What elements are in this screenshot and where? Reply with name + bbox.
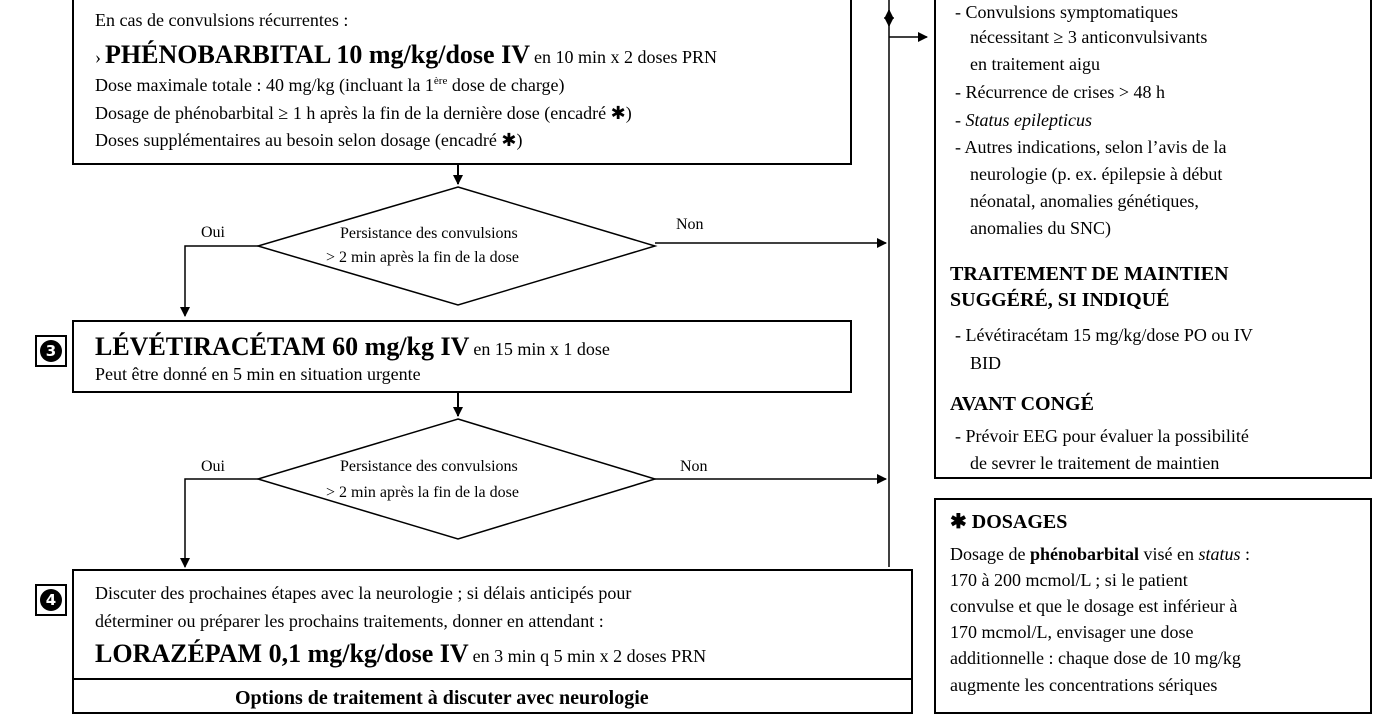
decision1-yes-label: Oui bbox=[201, 224, 225, 241]
dosages-l1-mid: visé en bbox=[1143, 544, 1194, 564]
step3-box bbox=[72, 320, 852, 393]
decision1-no-label: Non bbox=[676, 216, 704, 233]
dosages-line-1: Dosage de phénobarbital visé en status : bbox=[950, 545, 1250, 563]
step4-drug-name: LORAZÉPAM 0,1 mg/kg/dose IV bbox=[95, 639, 469, 668]
asterisk-icon: ✱ bbox=[950, 511, 967, 533]
step4-drug-line: LORAZÉPAM 0,1 mg/kg/dose IV en 3 min q 5… bbox=[95, 641, 706, 667]
decision2-yes-connector bbox=[180, 478, 258, 568]
step2-extra-doses: Doses supplémentaires au besoin selon do… bbox=[95, 130, 523, 150]
decision1-text-1: Persistance des convulsions bbox=[340, 225, 518, 242]
indication-line-7: neurologie (p. ex. épilepsie à début bbox=[970, 164, 1223, 184]
discharge-line-2: de sevrer le traitement de maintien bbox=[970, 453, 1220, 473]
step4-number-badge: 4 bbox=[35, 584, 67, 616]
step2-drug-name: PHÉNOBARBITAL 10 mg/kg/dose IV bbox=[105, 40, 530, 69]
step3-number-badge: 3 bbox=[35, 335, 67, 367]
step2-max-dose-post: dose de charge) bbox=[451, 75, 565, 95]
indication-status-dash: - bbox=[955, 110, 966, 130]
dosages-l1-italic: status bbox=[1198, 544, 1241, 564]
step3-drug-admin: en 15 min x 1 dose bbox=[473, 339, 610, 359]
step2-max-dose: Dose maximale totale : 40 mg/kg (incluan… bbox=[95, 75, 565, 95]
dosages-box bbox=[934, 498, 1372, 714]
dosages-line-4: 170 mcmol/L, envisager une dose bbox=[950, 622, 1194, 642]
step4-drug-admin: en 3 min q 5 min x 2 doses PRN bbox=[472, 646, 707, 666]
discharge-title: AVANT CONGÉ bbox=[950, 393, 1094, 415]
step4-number-glyph: 4 bbox=[40, 589, 62, 611]
indication-line-2: nécessitant ≥ 3 anticonvulsivants bbox=[970, 27, 1208, 47]
dosages-line-2: 170 à 200 mcmol/L ; si le patient bbox=[950, 570, 1188, 590]
maintenance-title-2: SUGGÉRÉ, SI INDIQUÉ bbox=[950, 289, 1170, 311]
decision2-text-1: Persistance des convulsions bbox=[340, 458, 518, 475]
indication-line-5: - Status epilepticus bbox=[955, 111, 1092, 129]
step4-divider bbox=[72, 678, 913, 680]
decision2-no-label: Non bbox=[680, 458, 708, 475]
step2-drug-admin: en 10 min x 2 doses PRN bbox=[533, 47, 717, 67]
dosages-title: ✱ DOSAGES bbox=[950, 512, 1067, 532]
decision2-diamond bbox=[255, 418, 658, 540]
indication-line-8: néonatal, anomalies génétiques, bbox=[970, 191, 1199, 211]
discharge-line-1: - Prévoir EEG pour évaluer la possibilit… bbox=[955, 426, 1249, 446]
indication-line-4: - Récurrence de crises > 48 h bbox=[955, 82, 1166, 102]
dosages-l1-pre: Dosage de bbox=[950, 544, 1026, 564]
step2-dosage-line: Dosage de phénobarbital ≥ 1 h après la f… bbox=[95, 103, 632, 123]
dosages-l1-bold: phénobarbital bbox=[1029, 544, 1140, 564]
step3-number-glyph: 3 bbox=[40, 340, 62, 362]
dosages-line-5: additionnelle : chaque dose de 10 mg/kg bbox=[950, 648, 1241, 668]
step3-drug-name: LÉVÉTIRACÉTAM 60 mg/kg IV bbox=[95, 332, 470, 361]
step2-drug-line: › PHÉNOBARBITAL 10 mg/kg/dose IV en 10 m… bbox=[95, 42, 717, 68]
step2-box bbox=[72, 0, 852, 165]
dosages-l1-end: : bbox=[1245, 544, 1251, 564]
step3-drug-line: LÉVÉTIRACÉTAM 60 mg/kg IV en 15 min x 1 … bbox=[95, 334, 610, 360]
step4-options-heading: Options de traitement à discuter avec ne… bbox=[235, 687, 649, 709]
decision1-yes-connector bbox=[180, 245, 258, 317]
step2-max-dose-sup: ère bbox=[433, 75, 448, 87]
decision1-diamond bbox=[255, 186, 658, 306]
step2-heading: En cas de convulsions récurrentes : bbox=[95, 10, 349, 30]
dosages-line-3: convulse et que le dosage est inférieur … bbox=[950, 596, 1238, 616]
maintenance-line-2: BID bbox=[970, 353, 1001, 373]
step2-drug-bullet: › bbox=[95, 47, 101, 67]
indications-box bbox=[934, 0, 1372, 479]
step4-line2: déterminer ou préparer les prochains tra… bbox=[95, 611, 604, 631]
indication-status-text: Status epilepticus bbox=[965, 110, 1092, 130]
decision2-text-2: > 2 min après la fin de la dose bbox=[326, 484, 519, 501]
step4-line1: Discuter des prochaines étapes avec la n… bbox=[95, 583, 632, 603]
dosages-title-text: DOSAGES bbox=[971, 511, 1068, 533]
indication-line-6: - Autres indications, selon l’avis de la bbox=[955, 137, 1227, 157]
indication-line-9: anomalies du SNC) bbox=[970, 218, 1111, 238]
indication-line-3: en traitement aigu bbox=[970, 54, 1100, 74]
indication-line-1: - Convulsions symptomatiques bbox=[955, 2, 1179, 22]
dosages-line-6: augmente les concentrations sériques bbox=[950, 675, 1218, 695]
decision2-yes-label: Oui bbox=[201, 458, 225, 475]
maintenance-title-1: TRAITEMENT DE MAINTIEN bbox=[950, 263, 1229, 285]
step3-note: Peut être donné en 5 min en situation ur… bbox=[95, 364, 421, 384]
maintenance-line-1: - Lévétiracétam 15 mg/kg/dose PO ou IV bbox=[955, 325, 1253, 345]
decision1-text-2: > 2 min après la fin de la dose bbox=[326, 249, 519, 266]
step2-max-dose-text: Dose maximale totale : 40 mg/kg (incluan… bbox=[95, 75, 434, 95]
